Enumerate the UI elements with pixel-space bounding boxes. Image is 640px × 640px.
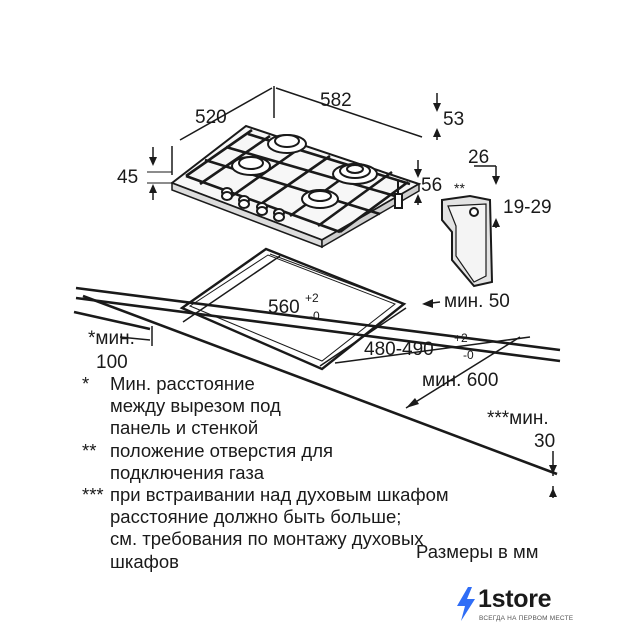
footnote-line: подключения газа bbox=[110, 461, 265, 483]
footnote-line: Мин. расстояние bbox=[110, 373, 255, 394]
dim-cutout-480-tol-plus: +2 bbox=[454, 331, 468, 345]
footnote-3: *** при встраивании над духовым шкафом р… bbox=[82, 484, 602, 573]
dim-gas-19-29: 19-29 bbox=[503, 197, 552, 218]
dim-min-30-label: ***мин. bbox=[487, 408, 549, 429]
gas-connection-detail bbox=[441, 194, 494, 288]
control-knobs bbox=[221, 187, 285, 222]
dim-width-582: 582 bbox=[320, 90, 352, 111]
dim-offset-26: 26 bbox=[468, 147, 489, 168]
dim-min-100-label: *мин. bbox=[88, 328, 135, 349]
dim-cutout-480-tol-minus: -0 bbox=[463, 348, 474, 362]
gas-marker: ** bbox=[454, 180, 465, 196]
dimension-arrows bbox=[149, 103, 557, 497]
dim-cutout-560-tol-minus: -0 bbox=[309, 309, 320, 323]
units-label: Размеры в мм bbox=[416, 541, 539, 562]
footnote-1: * Мин. расстояние между вырезом под пане… bbox=[82, 373, 602, 440]
footnote-mark: *** bbox=[82, 484, 104, 506]
footnotes: * Мин. расстояние между вырезом под пане… bbox=[82, 373, 602, 573]
burner-front-right bbox=[301, 189, 339, 209]
dim-cutout-560: 560 bbox=[268, 297, 300, 318]
dim-min-30-value: 30 bbox=[534, 431, 555, 452]
footnote-line: при встраивании над духовым шкафом bbox=[110, 484, 449, 506]
dim-min-600: мин. 600 bbox=[422, 370, 498, 391]
dim-depth-53: 53 bbox=[443, 109, 464, 130]
dim-gas-56: 56 bbox=[421, 175, 442, 196]
dim-cutout-480-490: 480-490 bbox=[364, 339, 434, 360]
dim-min-100-value: 100 bbox=[96, 352, 128, 373]
footnote-line: расстояние должно быть больше; bbox=[110, 506, 402, 528]
countertop bbox=[73, 286, 561, 476]
brand-logo: 1store ВСЕГДА НА ПЕРВОМ МЕСТЕ bbox=[455, 585, 585, 627]
lightning-bolt-icon bbox=[457, 587, 475, 621]
burner-rear-right-wok bbox=[332, 163, 378, 185]
dim-min-50: мин. 50 bbox=[444, 291, 510, 312]
brand-tagline: ВСЕГДА НА ПЕРВОМ МЕСТЕ bbox=[479, 615, 574, 622]
gas-connector bbox=[394, 180, 403, 209]
footnote-line: положение отверстия для bbox=[110, 439, 334, 461]
footnote-line: шкафов bbox=[110, 550, 179, 572]
burner-rear-left bbox=[267, 134, 307, 154]
brand-name: 1store bbox=[478, 585, 552, 613]
footnote-2: ** положение отверстия для подключения г… bbox=[82, 440, 602, 484]
footnote-line: см. требования по монтажу духовых bbox=[110, 528, 424, 550]
dim-height-45: 45 bbox=[117, 167, 138, 188]
burners bbox=[231, 134, 378, 209]
hob bbox=[169, 124, 422, 249]
dim-cutout-560-tol-plus: +2 bbox=[305, 291, 319, 305]
dimension-labels: 520 582 53 45 26 19-29 56 ** 560 +2 -0 4… bbox=[88, 90, 555, 452]
footnote-line: между вырезом под bbox=[110, 395, 281, 417]
footnote-mark: ** bbox=[82, 439, 97, 461]
footnote-mark: * bbox=[82, 373, 90, 394]
dim-width-520: 520 bbox=[195, 107, 227, 128]
footnote-line: панель и стенкой bbox=[110, 417, 259, 439]
burner-front-left bbox=[231, 156, 271, 176]
